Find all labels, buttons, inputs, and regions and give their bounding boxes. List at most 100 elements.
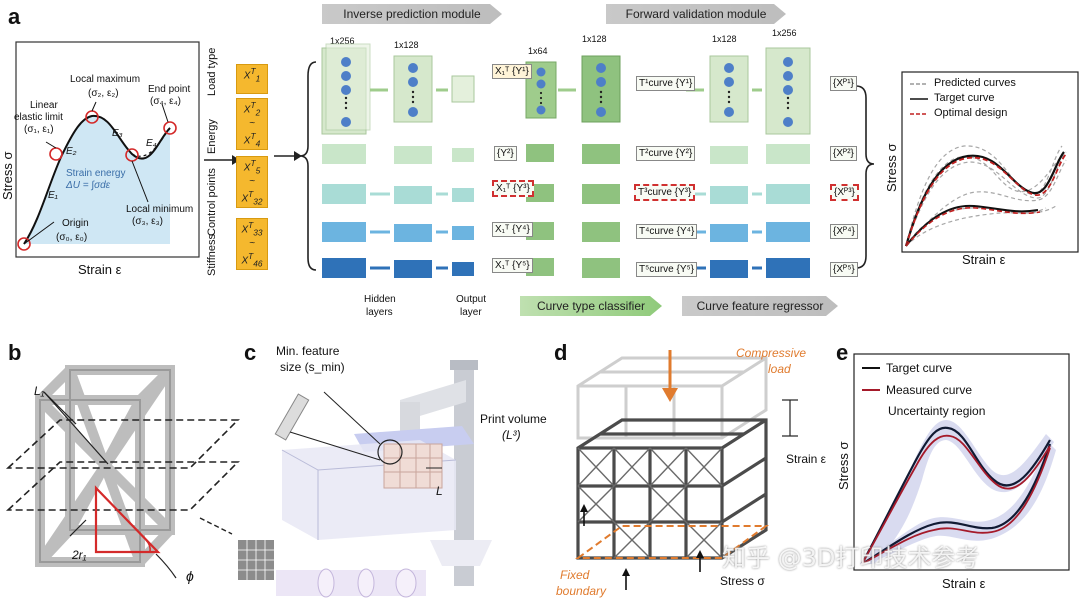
panel-e-xlabel: Strain ε bbox=[942, 576, 986, 591]
row-2-layers bbox=[322, 144, 810, 164]
watermark: 知乎 @3D打印技术参考 bbox=[722, 544, 980, 572]
dim-label-3: 1x64 bbox=[528, 46, 548, 56]
panel-e-plot bbox=[853, 353, 1070, 571]
label-local-maximum-coord: (σ₂, ε₂) bbox=[88, 88, 119, 99]
legend-predicted-curves: Predicted curves bbox=[934, 77, 1016, 89]
label-local-minimum-coord: (σ₃, ε₃) bbox=[132, 216, 163, 227]
panel-label-c: c bbox=[244, 340, 257, 365]
panel-a-xlabel: Strain ε bbox=[78, 262, 122, 277]
row-label-stiffness: Stiffness bbox=[206, 234, 218, 276]
mid-tag-row2: {Y²} bbox=[494, 146, 517, 161]
panel-label-e: e bbox=[836, 340, 849, 365]
out-tag-row2: {Xᴾ²} bbox=[830, 146, 857, 161]
label-E4: E₄ bbox=[146, 138, 157, 149]
label-local-minimum: Local minimum bbox=[126, 204, 194, 215]
panel-a-curve-plot bbox=[15, 41, 200, 258]
origin-marker bbox=[17, 237, 31, 251]
curve-type-classifier-banner: Curve type classifier bbox=[520, 296, 662, 316]
mid-tag-row1: X₁ᵀ {Y¹} bbox=[492, 64, 532, 79]
input-box-energy: XT2~XT4 bbox=[236, 98, 268, 150]
label-strain-energy: Strain energy bbox=[66, 168, 126, 179]
row-5-layers bbox=[322, 258, 810, 278]
output-layer-label-2: layer bbox=[460, 307, 482, 318]
dim-label-2: 1x128 bbox=[394, 40, 419, 50]
mid-tag-row3: X₁ᵀ {Y³} bbox=[492, 180, 534, 197]
print-volume-label: Print volume bbox=[480, 412, 547, 426]
label-linear-2: elastic limit bbox=[14, 112, 63, 123]
curve-tag-row1: T¹curve {Y¹} bbox=[636, 76, 696, 91]
label-L1: L₁ bbox=[34, 384, 45, 398]
legend-target-curve-e: Target curve bbox=[886, 361, 953, 375]
label-linear-coord: (σ₁, ε₁) bbox=[24, 124, 54, 135]
compressive-load-label: Compressive bbox=[736, 346, 807, 360]
result-xlabel: Strain ε bbox=[962, 252, 1006, 267]
fixed-boundary-label-2: boundary bbox=[556, 584, 607, 598]
panel-label-b: b bbox=[8, 340, 22, 365]
row-label-load-type: Load type bbox=[206, 47, 218, 96]
compressive-load-label-2: load bbox=[768, 362, 791, 376]
input-box-control-points: XT5~XT32 bbox=[236, 156, 268, 208]
output-layer-label: Output bbox=[456, 294, 487, 305]
curve-tag-row3: T³curve {Y³} bbox=[634, 184, 696, 201]
curve-tag-row4: T⁴curve {Y⁴} bbox=[636, 224, 698, 239]
row-label-energy: Energy bbox=[206, 119, 218, 154]
panel-b-unit-cell bbox=[5, 365, 240, 579]
label-origin-coord: (σ₀, ε₀) bbox=[56, 232, 88, 243]
fixed-boundary-label: Fixed bbox=[560, 568, 590, 582]
curve-tag-row5: T⁵curve {Y⁵} bbox=[636, 262, 697, 277]
legend-optimal-design: Optimal design bbox=[934, 107, 1008, 119]
out-tag-row3: {Xᴾ³} bbox=[830, 184, 859, 201]
hidden-layers-label: Hidden bbox=[364, 294, 396, 305]
panel-a-ylabel: Stress σ bbox=[0, 151, 15, 200]
dim-label-5: 1x128 bbox=[712, 34, 737, 44]
panel-c-printer bbox=[238, 360, 492, 598]
out-tag-row1: {Xᴾ¹} bbox=[830, 76, 857, 91]
panel-d-stress-label: Stress σ bbox=[720, 574, 765, 588]
label-local-maximum: Local maximum bbox=[70, 74, 141, 85]
input-box-stiffness: XT33~XT46 bbox=[236, 218, 268, 270]
row-3-layers bbox=[322, 184, 810, 204]
min-feature-label-2: size (s_min) bbox=[280, 360, 345, 374]
label-end-point-coord: (σ₄, ε₄) bbox=[150, 96, 182, 107]
label-origin: Origin bbox=[62, 218, 89, 229]
legend-target-curve: Target curve bbox=[934, 92, 995, 104]
panel-label-d: d bbox=[554, 340, 568, 365]
label-2r1: 2r₁ bbox=[72, 548, 87, 562]
network-diagram bbox=[274, 43, 875, 278]
label-E2: E₂ bbox=[66, 146, 77, 157]
forward-validation-banner: Forward validation module bbox=[606, 4, 786, 24]
panel-d-lattice bbox=[574, 350, 798, 590]
panel-d-strain-label: Strain ε bbox=[786, 452, 827, 466]
result-ylabel: Stress σ bbox=[884, 143, 899, 192]
label-strain-energy-eq: ΔU = ∫σdε bbox=[66, 180, 111, 191]
panel-c-L-label: L bbox=[436, 484, 443, 498]
dim-label-4: 1x128 bbox=[582, 34, 607, 44]
label-phi: ϕ bbox=[186, 568, 194, 584]
row-4-layers bbox=[322, 222, 810, 242]
panel-a-result-plot bbox=[901, 71, 1079, 253]
label-E3: E₃ bbox=[112, 128, 123, 139]
legend-measured-curve: Measured curve bbox=[886, 383, 973, 397]
dim-label-6: 1x256 bbox=[772, 28, 797, 38]
out-tag-row4: {Xᴾ⁴} bbox=[830, 224, 858, 239]
end-point-marker bbox=[163, 121, 177, 135]
input-box-load-type: XT1 bbox=[236, 64, 268, 94]
mid-tag-row5: X₁ᵀ {Y⁵} bbox=[492, 258, 533, 273]
panel-label-a: a bbox=[8, 4, 21, 29]
panel-e-ylabel: Stress σ bbox=[836, 441, 851, 490]
linear-limit-marker bbox=[49, 147, 63, 161]
curve-tag-row2: T²curve {Y²} bbox=[636, 146, 696, 161]
mid-tag-row4: X₁ᵀ {Y⁴} bbox=[492, 222, 533, 237]
out-tag-row5: {Xᴾ⁵} bbox=[830, 262, 858, 277]
min-feature-label: Min. feature bbox=[276, 344, 340, 358]
dim-label-1: 1x256 bbox=[330, 36, 355, 46]
label-E1: E₁ bbox=[48, 190, 58, 201]
legend-uncertainty-region: Uncertainty region bbox=[888, 404, 986, 418]
label-end-point: End point bbox=[148, 84, 191, 95]
curve-feature-regressor-banner: Curve feature regressor bbox=[682, 296, 838, 316]
label-linear: Linear bbox=[30, 100, 58, 111]
row-label-control-points: Control points bbox=[206, 168, 218, 236]
print-volume-label-2: (L³) bbox=[502, 428, 521, 442]
inverse-prediction-banner: Inverse prediction module bbox=[322, 4, 502, 24]
hidden-layers-label-2: layers bbox=[366, 307, 393, 318]
